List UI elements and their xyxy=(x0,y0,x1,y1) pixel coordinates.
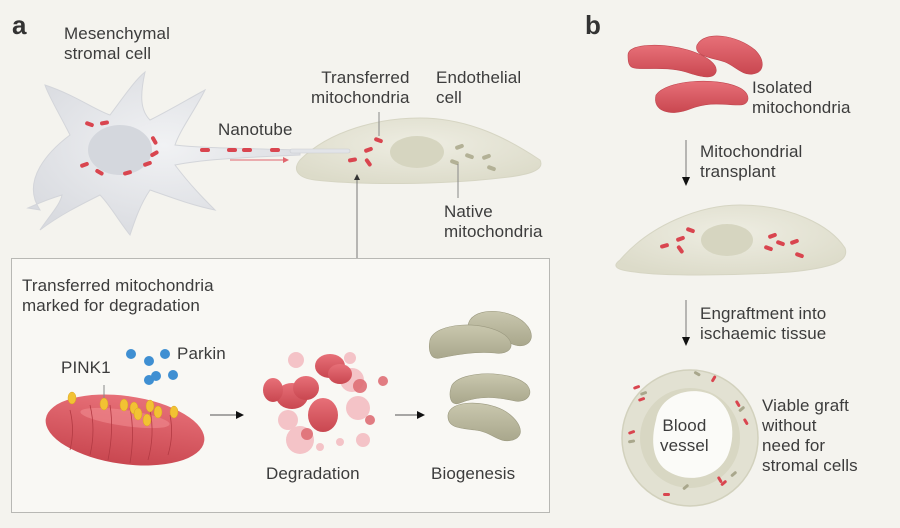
transferred-mitochondria-label: Transferred mitochondria xyxy=(311,68,410,107)
panel-a-letter: a xyxy=(12,10,27,40)
degradation-label: Degradation xyxy=(266,464,360,483)
parkin-label: Parkin xyxy=(177,344,226,363)
blood-vessel xyxy=(621,369,759,507)
biogenesis-label: Biogenesis xyxy=(431,464,516,483)
blood-vessel-label: Blood vessel xyxy=(660,416,709,455)
viable-graft-label: Viable graft without need for stromal ce… xyxy=(762,396,858,475)
endothelial-cell-label: Endothelial cell xyxy=(436,68,522,107)
native-mitochondria xyxy=(450,143,496,172)
inset-title: Transferred mitochondria marked for degr… xyxy=(22,276,214,315)
pink1-label: PINK1 xyxy=(61,358,111,377)
native-mitochondria-label: Native mitochondria xyxy=(444,202,543,241)
stromal-cell-label: Mesenchymal stromal cell xyxy=(64,24,170,63)
isolated-mitochondria xyxy=(627,35,763,113)
nanotube-mitochondria xyxy=(200,148,280,152)
isolated-mitochondria-label: Isolated mitochondria xyxy=(752,78,851,117)
pink1-proteins xyxy=(67,391,179,427)
transferred-mitochondria xyxy=(348,137,383,167)
biogenesis-mitochondria xyxy=(429,311,532,442)
nanotube-label: Nanotube xyxy=(218,120,293,139)
endothelial-cell xyxy=(289,112,542,258)
parkin-proteins xyxy=(126,349,178,385)
endothelial-nucleus xyxy=(390,136,444,168)
panel-b-letter: b xyxy=(585,10,601,40)
engraftment-label: Engraftment into ischaemic tissue xyxy=(700,304,827,343)
stromal-cell xyxy=(26,70,301,237)
recipient-cell xyxy=(615,204,847,276)
damaged-mitochondrion xyxy=(45,349,244,466)
vessel-lumen xyxy=(653,391,733,478)
transplant-label: Mitochondrial transplant xyxy=(700,142,803,181)
degradation-fragments xyxy=(263,352,425,454)
stromal-nucleus xyxy=(88,125,152,175)
